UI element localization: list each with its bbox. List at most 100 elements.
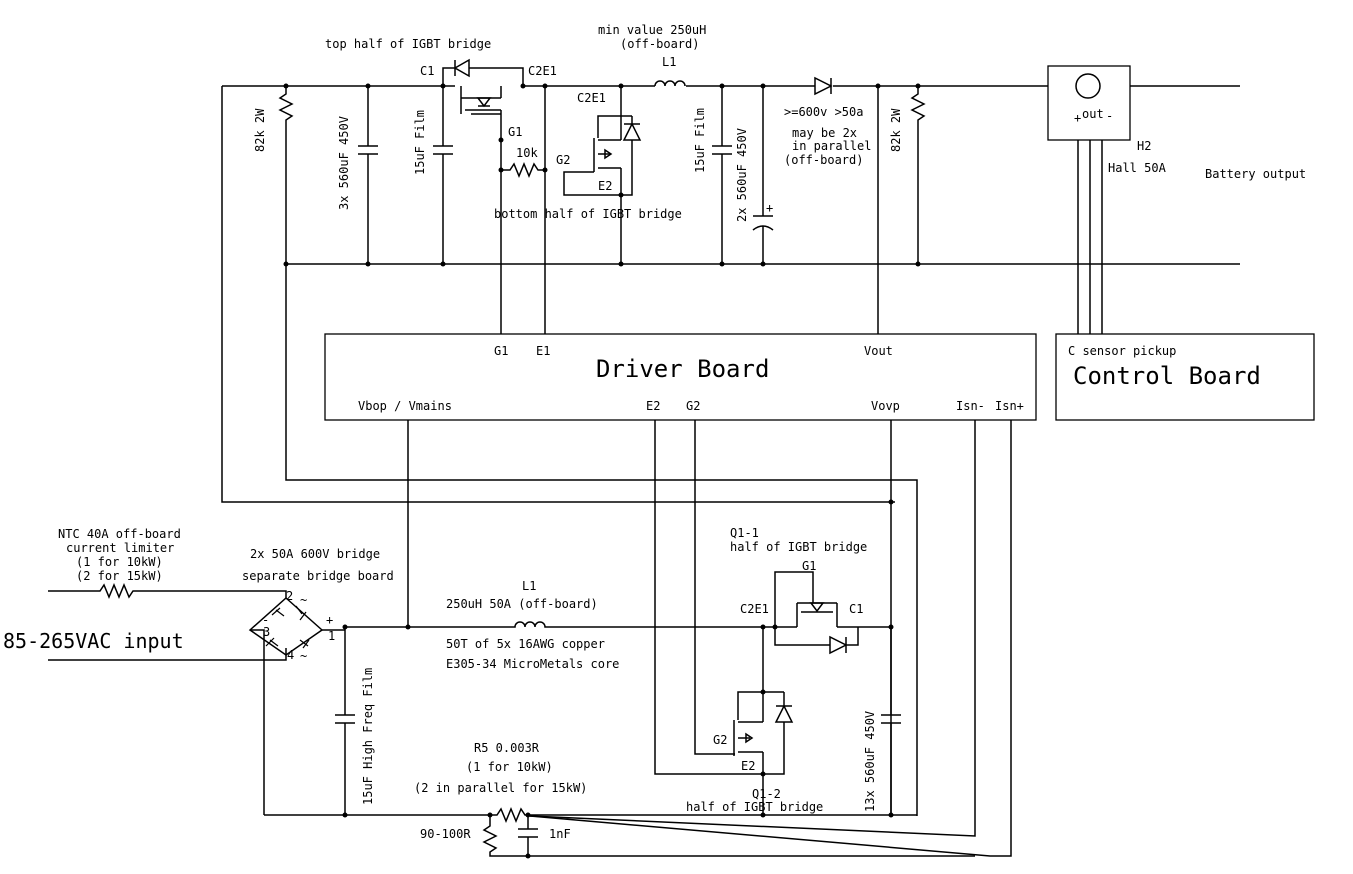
label-l1-spec: 250uH 50A (off-board) [446, 597, 598, 611]
label-l1-turns: 50T of 5x 16AWG copper [446, 637, 605, 651]
filter-rc [482, 815, 975, 857]
label-ntc-2: current limiter [66, 541, 174, 555]
label-15uf-right: 15uF Film [693, 108, 707, 173]
label-1nf: 1nF [549, 827, 571, 841]
shunt-r5 [264, 807, 917, 823]
label-15uf-hf: 15uF High Freq Film [361, 668, 375, 805]
label-e2-bottom: E2 [741, 759, 755, 773]
inductor-l1-top [654, 80, 686, 87]
label-l1-top: L1 [662, 55, 676, 69]
label-q1-2: Q1-2 [752, 787, 781, 801]
capacitor-2x560 [752, 86, 774, 264]
driver-pin-vovp: Vovp [871, 399, 900, 413]
pin-4: 4 [287, 648, 294, 662]
driver-pin-e2: E2 [646, 399, 660, 413]
driver-pin-isn-minus: Isn- [956, 399, 985, 413]
label-may-be-2x: may be 2x [792, 126, 857, 140]
capacitor-3x560 [358, 86, 378, 264]
label-off-board-diode: (off-board) [784, 153, 863, 167]
ntc-limiter [48, 583, 287, 599]
junction-dots-bottom [342, 499, 894, 859]
driver-pin-g2: G2 [686, 399, 700, 413]
label-h2-plus: + [1074, 111, 1081, 125]
label-10k: 10k [516, 146, 538, 160]
label-bridge-2: separate bridge board [242, 569, 394, 583]
diode-output [814, 76, 833, 96]
label-bridge-1: 2x 50A 600V bridge [250, 547, 380, 561]
label-82k-right: 82k 2W [889, 108, 903, 152]
label-q1-1-desc: half of IGBT bridge [730, 540, 867, 554]
label-g1-bottom: G1 [802, 559, 816, 573]
resistor-10k [501, 162, 545, 178]
label-hall: Hall 50A [1108, 161, 1167, 175]
label-out: out [1082, 107, 1104, 121]
label-c1-top: C1 [420, 64, 434, 78]
label-min-value: min value 250uH [598, 23, 706, 37]
label-r5: R5 0.003R [474, 741, 540, 755]
label-r5-2: (2 in parallel for 15kW) [414, 781, 587, 795]
driver-pin-isn-plus: Isn+ [995, 399, 1024, 413]
hall-sensor-h2 [1047, 65, 1131, 334]
interconnect-wires [221, 86, 1012, 857]
label-off-board-top: (off-board) [620, 37, 699, 51]
label-l1-bottom: L1 [522, 579, 536, 593]
control-board [1055, 333, 1315, 421]
label-90-100r: 90-100R [420, 827, 471, 841]
label-l1-core: E305-34 MicroMetals core [446, 657, 619, 671]
label-c2e1-bottom: C2E1 [740, 602, 769, 616]
label-g2-top: G2 [556, 153, 570, 167]
igbt-q1-1 [774, 571, 891, 655]
label-g2-bottom: G2 [713, 733, 727, 747]
driver-pin-vout: Vout [864, 344, 893, 358]
label-ntc-3: (1 for 10kW) [76, 555, 163, 569]
label-r5-1: (1 for 10kW) [466, 760, 553, 774]
label-diode-rating: >=600v >50a [784, 105, 863, 119]
capacitor-15uf-right [712, 86, 732, 264]
inductor-l1-bottom [430, 621, 775, 628]
label-15uf-left: 15uF Film [413, 110, 427, 175]
label-2x560: 2x 560uF 450V [735, 128, 749, 222]
label-battery-output: Battery output [1205, 167, 1306, 181]
pin-2: 2 [286, 589, 293, 603]
tilde-top: ~ [300, 593, 307, 607]
label-c2e1-top: C2E1 [528, 64, 557, 78]
label-input: 85-265VAC input [3, 629, 184, 653]
capacitor-15uf-hf [335, 627, 355, 815]
label-13x560: 13x 560uF 450V [863, 711, 877, 812]
label-h2: H2 [1137, 139, 1151, 153]
label-g1-top: G1 [508, 125, 522, 139]
igbt-top-half [442, 58, 524, 140]
resistor-82k-left [278, 86, 294, 264]
label-plus-2x560: + [766, 201, 773, 215]
capacitor-15uf-left [433, 86, 453, 264]
label-c2e1-mid: C2E1 [577, 91, 606, 105]
driver-pin-g1: G1 [494, 344, 508, 358]
wire-input-lower [48, 648, 287, 661]
label-3x560: 3x 560uF 450V [337, 116, 351, 210]
driver-board-title: Driver Board [596, 355, 769, 383]
driver-pin-e1: E1 [536, 344, 550, 358]
igbt-q1-2 [733, 627, 794, 815]
label-top-half-igbt: top half of IGBT bridge [325, 37, 491, 51]
driver-board [324, 333, 1037, 421]
label-ntc-1: NTC 40A off-board [58, 527, 181, 541]
bridge-rectifier [248, 596, 345, 815]
resistor-82k-right [910, 86, 926, 264]
label-h2-minus: - [1106, 109, 1113, 123]
pin-plus: + [326, 613, 333, 627]
label-in-parallel: in parallel [792, 139, 871, 153]
control-sensor-pickup: C sensor pickup [1068, 344, 1176, 358]
pin-3: 3 [263, 625, 270, 639]
label-c1-bottom: C1 [849, 602, 863, 616]
label-q1-1: Q1-1 [730, 526, 759, 540]
junction-dots-top [283, 83, 921, 267]
label-bottom-half-igbt: bottom half of IGBT bridge [494, 207, 682, 221]
pin-1: 1 [328, 629, 335, 643]
tilde-bottom: ~ [300, 649, 307, 663]
label-e2-top: E2 [598, 179, 612, 193]
label-q1-2-desc: half of IGBT bridge [686, 800, 823, 814]
pin-minus: - [262, 613, 269, 627]
label-ntc-4: (2 for 15kW) [76, 569, 163, 583]
capacitor-13x560 [881, 627, 901, 815]
